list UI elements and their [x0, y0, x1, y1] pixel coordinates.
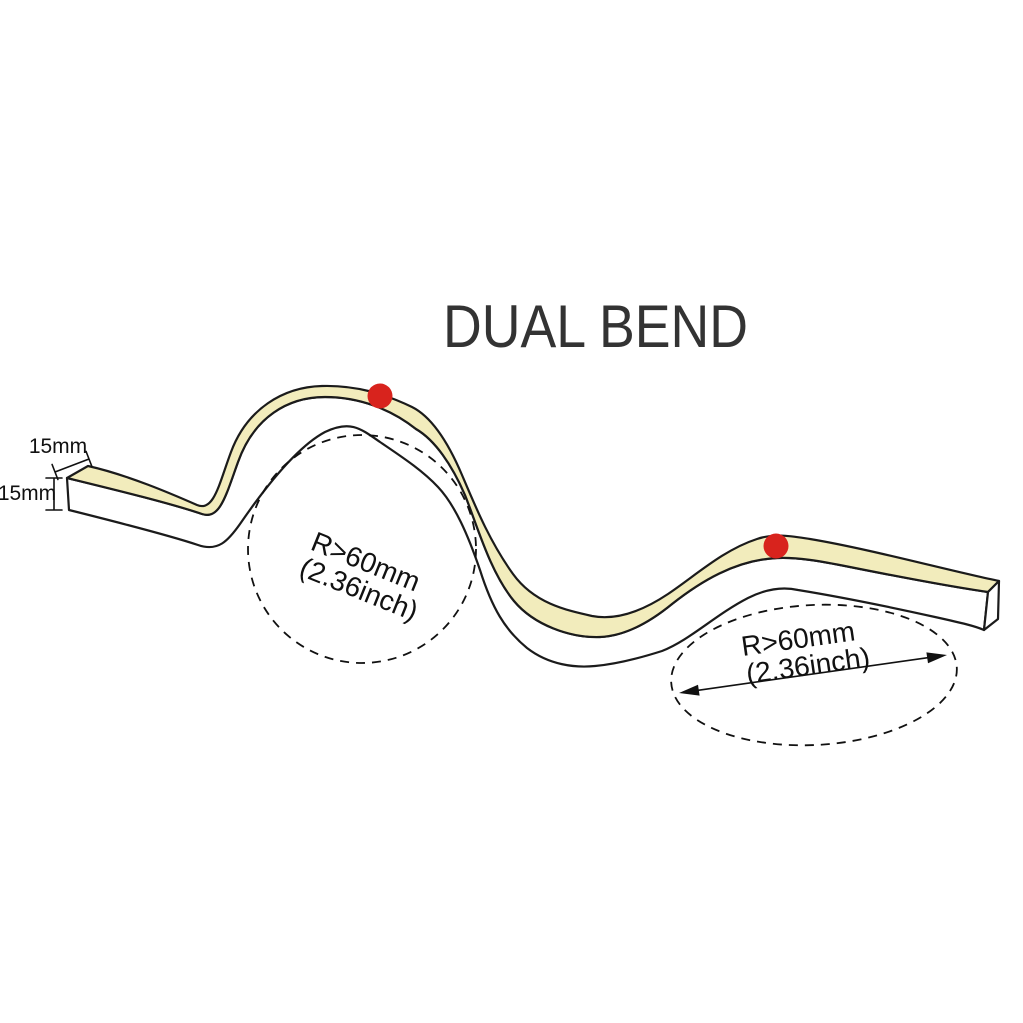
height-dimension-line	[45, 477, 63, 511]
width-dimension-line	[51, 450, 93, 481]
diameter-arrow-line	[683, 654, 943, 694]
bend-radius-ellipse-right-group	[670, 603, 958, 747]
width-dimension-label: 15mm	[29, 435, 87, 458]
arrowhead-right-icon	[926, 652, 947, 664]
diagram-title: DUAL BEND	[443, 293, 748, 360]
bend-radius-circle-left	[247, 434, 477, 664]
bend-point-marker-2	[763, 533, 789, 559]
arrowhead-left-icon	[679, 684, 700, 696]
strip-end-cap	[982, 579, 1001, 632]
height-dimension-label: 15mm	[0, 482, 56, 505]
bend-radius-ellipse-right	[670, 603, 958, 747]
bend-point-marker-1	[367, 383, 393, 409]
